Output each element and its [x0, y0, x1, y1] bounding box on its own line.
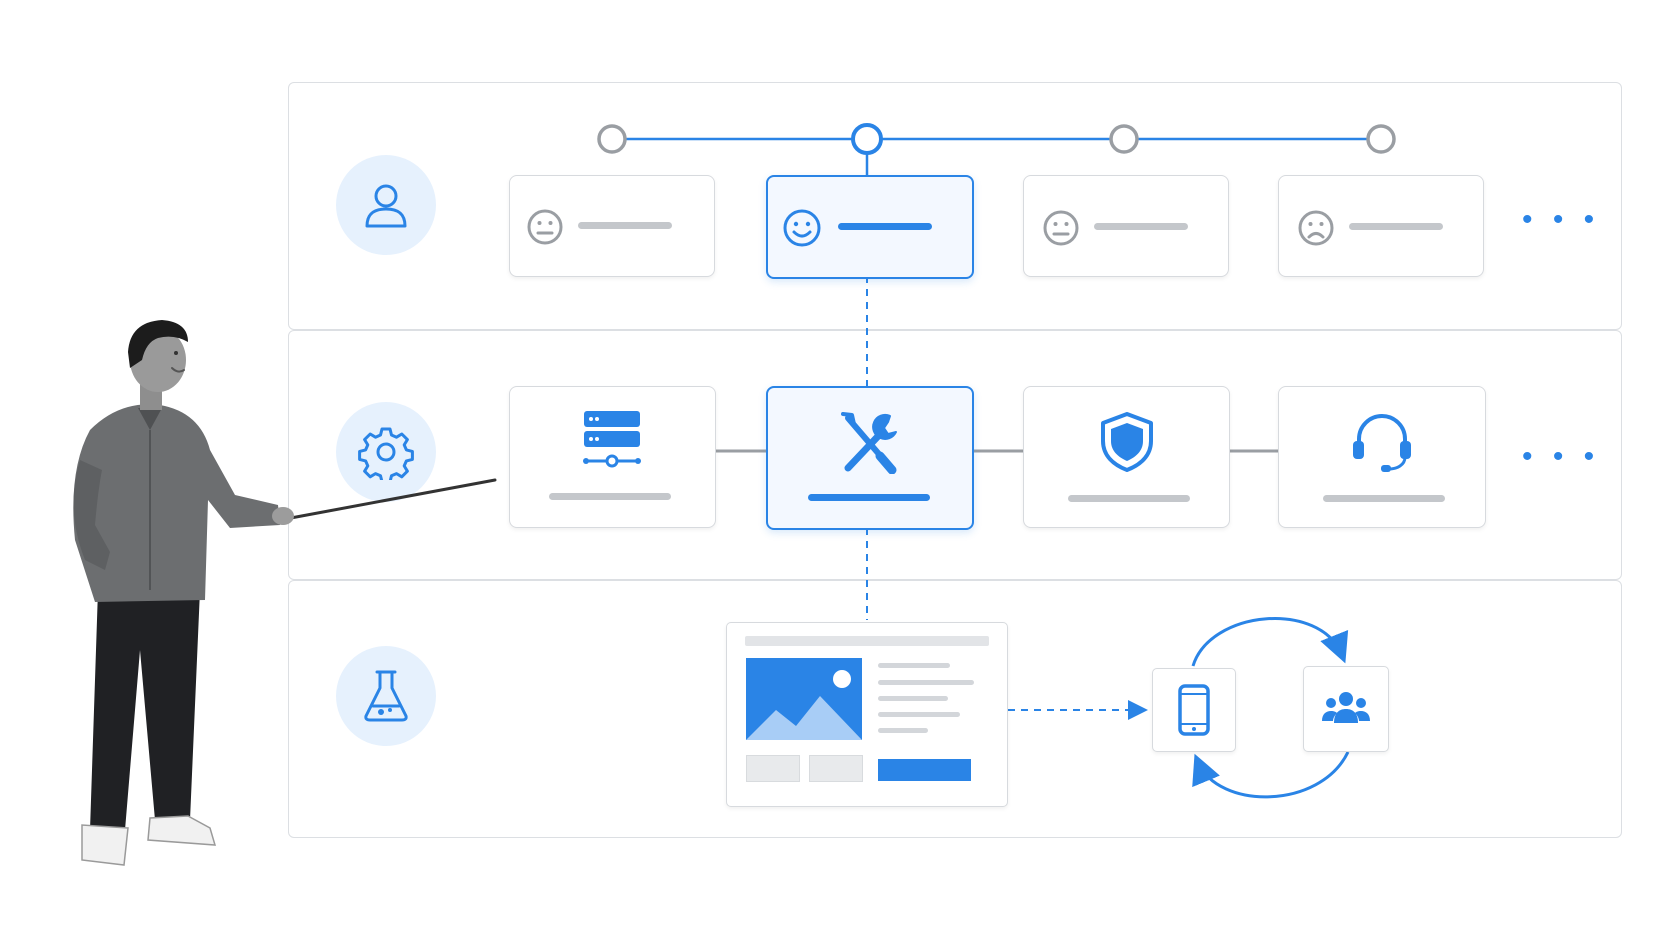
journey-card-label-placeholder	[838, 223, 932, 230]
journey-card-1[interactable]	[509, 175, 715, 277]
journey-card-label-placeholder	[1094, 223, 1188, 230]
mockup-text-line	[878, 663, 950, 668]
service-card-label-placeholder	[808, 494, 930, 501]
headset-icon	[1353, 414, 1411, 472]
server-icon	[583, 411, 641, 468]
gear-icon	[358, 427, 414, 480]
service-card-label-placeholder	[1323, 495, 1445, 502]
service-card-label-placeholder	[549, 493, 671, 500]
service-card-tools-active[interactable]	[766, 386, 974, 530]
presenter-illustration	[73, 320, 497, 866]
mockup-text-line	[878, 712, 960, 717]
user-lane-badge	[336, 155, 436, 255]
sad-face-icon	[1298, 210, 1334, 246]
users-target-tile[interactable]	[1303, 666, 1389, 752]
journey-card-label-placeholder	[578, 222, 672, 229]
flask-icon	[364, 670, 408, 722]
image-placeholder-icon	[746, 658, 862, 740]
mockup-text-line	[878, 728, 928, 733]
mockup-secondary-button	[809, 755, 863, 782]
webpage-mockup[interactable]	[726, 622, 1008, 807]
journey-card-3[interactable]	[1023, 175, 1229, 277]
shield-icon	[1101, 412, 1153, 472]
user-group-icon	[1322, 692, 1370, 723]
service-card-support[interactable]	[1278, 386, 1486, 528]
user-icon	[365, 184, 407, 228]
mockup-header-bar	[745, 636, 989, 646]
neutral-face-icon	[527, 209, 563, 245]
mockup-text-line	[878, 696, 948, 701]
experiments-lane-badge	[336, 646, 436, 746]
journey-card-4[interactable]	[1278, 175, 1484, 277]
mockup-text-line	[878, 680, 974, 685]
services-more-indicator[interactable]: • • •	[1522, 440, 1601, 473]
journey-card-2-active[interactable]	[766, 175, 974, 279]
journey-card-label-placeholder	[1349, 223, 1443, 230]
mockup-primary-button	[878, 759, 971, 781]
service-card-servers[interactable]	[509, 386, 716, 528]
mobile-phone-icon	[1178, 684, 1210, 736]
service-card-label-placeholder	[1068, 495, 1190, 502]
services-lane-badge	[336, 402, 436, 502]
neutral-face-icon	[1043, 210, 1079, 246]
mobile-target-tile[interactable]	[1152, 668, 1236, 752]
tools-icon	[841, 412, 897, 474]
mockup-secondary-button	[746, 755, 800, 782]
smiley-face-icon	[783, 209, 821, 247]
journey-more-indicator[interactable]: • • •	[1522, 203, 1601, 236]
pointer-stick	[278, 478, 497, 522]
service-card-security[interactable]	[1023, 386, 1230, 528]
